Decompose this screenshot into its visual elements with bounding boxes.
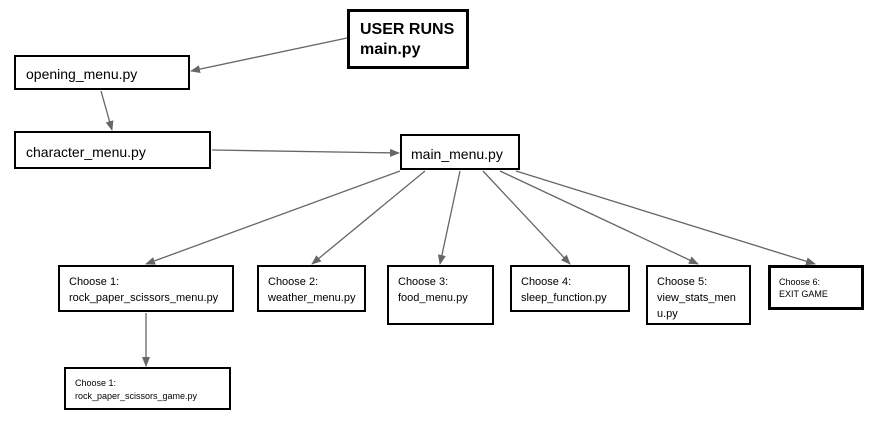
node-choose-1-label: Choose 1: rock_paper_scissors_menu.py [69,276,219,304]
node-choose-4: Choose 4: sleep_function.py [510,265,630,312]
edge-main-to-choose5 [499,170,699,265]
node-rock-paper-scissors-game: Choose 1: rock_paper_scissors_game.py [64,367,231,410]
node-choose-1: Choose 1: rock_paper_scissors_menu.py [58,265,234,312]
node-choose-6: Choose 6: EXIT GAME [768,265,864,310]
node-opening-menu: opening_menu.py [14,55,190,90]
edge-main-to-choose2 [311,170,426,265]
node-main-menu-label: main_menu.py [411,146,503,162]
edge-main-to-choose1 [145,170,401,265]
node-choose-6-label: Choose 6: EXIT GAME [779,277,828,299]
node-character-menu: character_menu.py [14,131,211,169]
node-choose-2: Choose 2: weather_menu.py [257,265,366,312]
node-opening-menu-label: opening_menu.py [26,66,138,82]
node-choose-2-label: Choose 2: weather_menu.py [268,276,356,304]
node-choose-5: Choose 5: view_stats_men u.py [646,265,751,325]
edge-main-to-choose6 [515,170,816,266]
edge-main-to-choose3 [437,170,461,265]
node-choose-5-label: Choose 5: view_stats_men u.py [657,276,736,320]
node-main-menu: main_menu.py [400,134,520,170]
edge-character-to-main [211,148,400,157]
node-rock-paper-scissors-game-label: Choose 1: rock_paper_scissors_game.py [75,378,198,401]
edge-main-to-choose4 [482,170,571,265]
node-character-menu-label: character_menu.py [26,144,146,160]
node-choose-3-label: Choose 3: food_menu.py [398,276,468,304]
node-choose-4-label: Choose 4: sleep_function.py [521,276,607,304]
node-user-runs-main-label: USER RUNS main.py [360,21,455,58]
node-choose-3: Choose 3: food_menu.py [387,265,494,325]
node-user-runs-main: USER RUNS main.py [347,9,469,69]
edge-opening-to-character [100,90,114,131]
edge-start-to-opening [190,37,348,74]
